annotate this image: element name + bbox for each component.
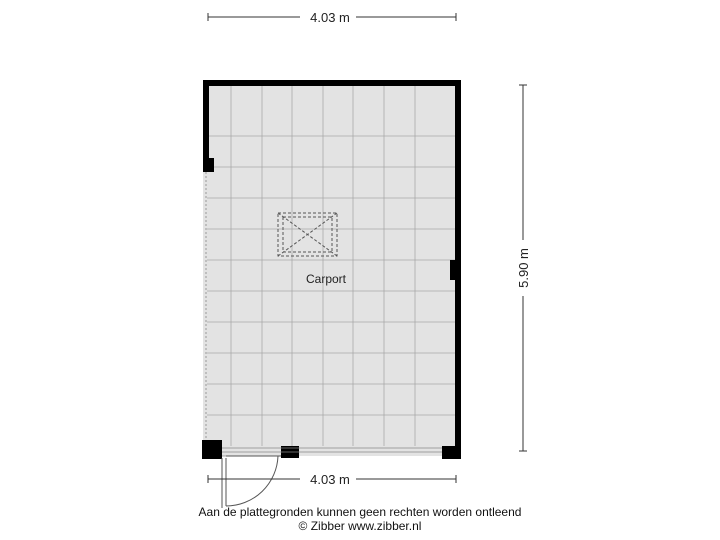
room-label: Carport bbox=[306, 272, 347, 286]
dimension-bottom bbox=[207, 475, 457, 483]
footer-disclaimer: Aan de plattegronden kunnen geen rechten… bbox=[198, 505, 522, 519]
skylight bbox=[277, 212, 338, 257]
dimension-top bbox=[207, 13, 457, 21]
wall-left bbox=[203, 80, 209, 172]
wall-right bbox=[455, 80, 461, 458]
wall-top bbox=[203, 80, 461, 86]
dimension-top-label: 4.03 m bbox=[310, 10, 350, 25]
footer-copyright: © Zibber www.zibber.nl bbox=[298, 519, 422, 533]
floor-area bbox=[203, 80, 460, 456]
walls bbox=[202, 80, 461, 459]
column-bottom-left bbox=[202, 440, 222, 459]
dimension-right-label: 5.90 m bbox=[516, 248, 531, 288]
dimension-bottom-label: 4.03 m bbox=[310, 472, 350, 487]
gate-swing bbox=[221, 455, 281, 508]
wall-left-stub bbox=[203, 158, 214, 172]
wall-right-element bbox=[450, 260, 455, 280]
dimension-right bbox=[519, 84, 527, 452]
column-bottom-right bbox=[442, 446, 461, 459]
